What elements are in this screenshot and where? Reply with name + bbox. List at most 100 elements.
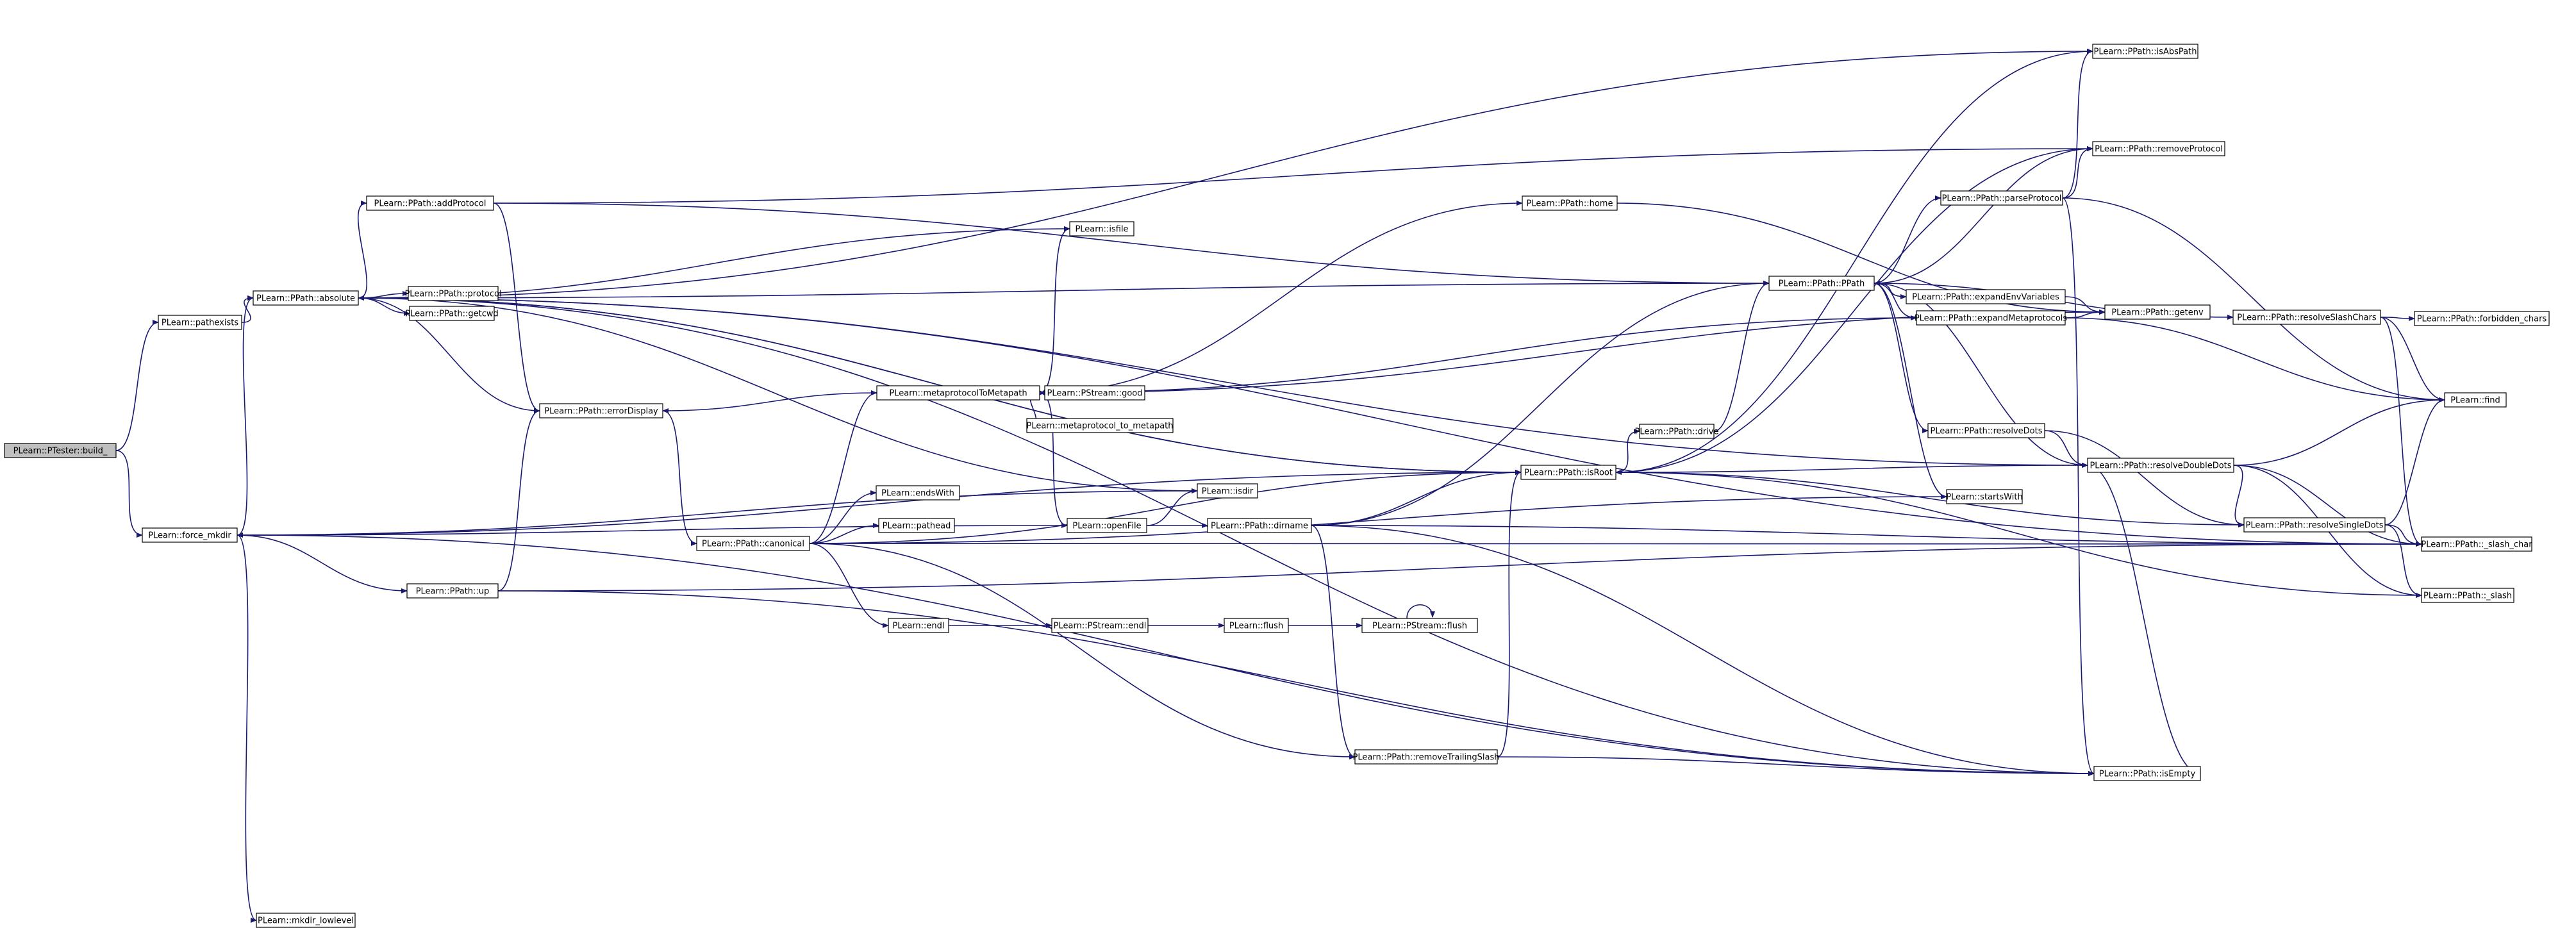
edge-n4-n7 (493, 203, 540, 413)
node-label: PLearn::PPath::removeProtocol (2095, 145, 2223, 154)
node-label: PLearn::PPath::removeTrailingSlash (1353, 753, 1500, 763)
node-plearn-ppath-getcwd[interactable]: PLearn::PPath::getcwd (405, 306, 499, 321)
node-plearn-flush[interactable]: PLearn::flush (1224, 618, 1289, 633)
node-label: PLearn::openFile (1072, 522, 1141, 531)
node-plearn-ppath-absolute[interactable]: PLearn::PPath::absolute (253, 290, 359, 306)
node-plearn-ptester-build[interactable]: PLearn::PTester::build_ (4, 443, 117, 458)
node-plearn-ppath-resolvedoubledots[interactable]: PLearn::PPath::resolveDoubleDots (2087, 458, 2234, 473)
edge-n1-n3 (241, 295, 254, 323)
node-label: PLearn::isfile (1075, 225, 1128, 235)
edge-n21-n39 (1311, 525, 2095, 776)
edge-n20-n3 (358, 295, 1198, 492)
node-label: PLearn::PPath::isAbsPath (2094, 47, 2197, 57)
node-plearn-ppath-slash[interactable]: PLearn::PPath::_slash (2421, 588, 2514, 603)
node-plearn-pathead[interactable]: PLearn::pathead (878, 518, 955, 533)
edge-n3-n4 (357, 201, 368, 299)
node-box (1354, 749, 1498, 765)
node-plearn-pstream-endl[interactable]: PLearn::PStream::endl (1051, 618, 1149, 633)
edge-n38-n42 (2384, 397, 2445, 525)
node-box (1197, 483, 1258, 499)
edge-n2-n3 (237, 295, 254, 536)
edge-n27-n28 (1713, 281, 1770, 432)
node-plearn-ppath-isempty[interactable]: PLearn::PPath::isEmpty (2093, 766, 2201, 781)
node-label: PLearn::pathead (883, 522, 951, 531)
edge-n3-n37 (358, 297, 2088, 468)
edge-n10-n13 (809, 490, 877, 544)
node-plearn-ppath-removetrailingslash[interactable]: PLearn::PPath::removeTrailingSlash (1353, 749, 1500, 765)
edge-n10-n24 (809, 543, 1356, 759)
node-plearn-ppath-canonical[interactable]: PLearn::PPath::canonical (696, 536, 810, 551)
node-plearn-ppath-slash-char[interactable]: PLearn::PPath::_slash_char (2421, 536, 2532, 552)
node-plearn-endswith[interactable]: PLearn::endsWith (876, 485, 960, 501)
node-plearn-ppath-expandmetaprotocols[interactable]: PLearn::PPath::expandMetaprotocols (1915, 310, 2068, 326)
node-plearn-ppath-isroot[interactable]: PLearn::PPath::isRoot (1520, 465, 1616, 480)
node-plearn-ppath-ppath[interactable]: PLearn::PPath::PPath (1768, 276, 1875, 291)
node-plearn-ppath-resolveslashchars[interactable]: PLearn::PPath::resolveSlashChars (2232, 310, 2381, 325)
node-plearn-ppath-errordisplay[interactable]: PLearn::PPath::errorDisplay (539, 403, 663, 418)
node-plearn-ppath-isabspath[interactable]: PLearn::PPath::isAbsPath (2092, 44, 2198, 59)
node-box (4, 443, 117, 458)
node-plearn-ppath-getenv[interactable]: PLearn::PPath::getenv (2104, 304, 2211, 320)
node-plearn-ppath-protocol[interactable]: PLearn::PPath::protocol (404, 286, 502, 301)
node-plearn-isdir[interactable]: PLearn::isdir (1197, 483, 1258, 499)
edge-n37-n39 (2087, 465, 2201, 776)
node-label: PLearn::PPath::protocol (404, 290, 501, 299)
edge-n28-n30 (1874, 283, 1917, 320)
node-plearn-isfile[interactable]: PLearn::isfile (1069, 221, 1134, 236)
edge-n4-n35 (493, 146, 2093, 204)
node-box (2087, 458, 2234, 473)
node-box (1051, 618, 1149, 633)
node-box (2444, 392, 2507, 408)
node-box (539, 403, 663, 418)
node-label: PLearn::PStream::good (1047, 389, 1143, 399)
node-label: PLearn::PPath::resolveDoubleDots (2090, 461, 2231, 471)
node-plearn-pstream-good[interactable]: PLearn::PStream::good (1044, 385, 1145, 401)
node-plearn-ppath-home[interactable]: PLearn::PPath::home (1522, 195, 1618, 211)
edge-n8-n7 (497, 408, 540, 592)
node-plearn-ppath-removeprotocol[interactable]: PLearn::PPath::removeProtocol (2092, 141, 2225, 156)
node-plearn-ppath-up[interactable]: PLearn::PPath::up (406, 583, 499, 599)
edge-n11-n25 (1039, 201, 1523, 393)
node-label: PLearn::PPath::up (416, 587, 490, 597)
node-label: PLearn::PPath::home (1527, 199, 1613, 209)
edge-n2-n20 (237, 488, 1198, 536)
node-plearn-ppath-resolvedots[interactable]: PLearn::PPath::resolveDots (1927, 423, 2045, 438)
node-plearn-metaprotocol-to-metapath[interactable]: PLearn::metaprotocol_to_metapath (1026, 418, 1174, 433)
node-box (1906, 289, 2066, 304)
edge-n40-n41 (2380, 315, 2415, 321)
node-plearn-ppath-parseprotocol[interactable]: PLearn::PPath::parseProtocol (1940, 190, 2063, 206)
node-label: PLearn::PPath::isEmpty (2099, 770, 2196, 779)
node-plearn-ppath-addprotocol[interactable]: PLearn::PPath::addProtocol (366, 195, 494, 211)
node-box (696, 536, 810, 551)
edge-n11-n7 (662, 392, 877, 413)
node-plearn-pstream-flush[interactable]: PLearn::PStream::flush (1361, 618, 1478, 633)
node-plearn-pathexists[interactable]: PLearn::pathexists (158, 315, 242, 330)
node-plearn-metaprotocoltometapath[interactable]: PLearn::metaprotocolToMetapath (876, 385, 1040, 401)
edge-n28-n31 (1874, 195, 1941, 284)
node-plearn-ppath-expandenvvariables[interactable]: PLearn::PPath::expandEnvVariables (1906, 289, 2066, 304)
edge-n31-n42 (2062, 197, 2445, 402)
node-box (1946, 489, 2023, 504)
edge-n3-n43 (358, 297, 2422, 547)
edge-n30-n11 (1039, 317, 1917, 395)
edge-n10-n11 (809, 390, 877, 544)
edge-n3-n39 (358, 297, 2095, 776)
node-plearn-endl[interactable]: PLearn::endl (888, 618, 949, 633)
node-plearn-openfile[interactable]: PLearn::openFile (1067, 518, 1147, 533)
node-plearn-force-mkdir[interactable]: PLearn::force_mkdir (142, 527, 238, 543)
node-plearn-find[interactable]: PLearn::find (2444, 392, 2507, 408)
node-box (1520, 465, 1616, 480)
node-label: PLearn::flush (1229, 622, 1283, 631)
node-box (408, 286, 499, 301)
node-label: PLearn::mkdir_lowlevel (258, 916, 354, 926)
node-plearn-ppath-resolvesingledots[interactable]: PLearn::PPath::resolveSingleDots (2243, 517, 2386, 533)
node-plearn-mkdir-lowlevel[interactable]: PLearn::mkdir_lowlevel (256, 913, 356, 928)
node-label: PLearn::PPath::dirname (1211, 522, 1308, 531)
edge-n23-n23 (1406, 604, 1435, 619)
node-plearn-ppath-dirname[interactable]: PLearn::PPath::dirname (1207, 518, 1312, 533)
node-plearn-ppath-drive[interactable]: PLearn::PPath::drive (1635, 424, 1719, 439)
node-plearn-ppath-forbidden-chars[interactable]: PLearn::PPath::forbidden_chars (2414, 311, 2550, 326)
node-plearn-startswith[interactable]: PLearn::startsWith (1946, 489, 2023, 504)
edge-n26-n27 (1615, 429, 1640, 473)
edge-n26-n44 (1615, 472, 2422, 598)
